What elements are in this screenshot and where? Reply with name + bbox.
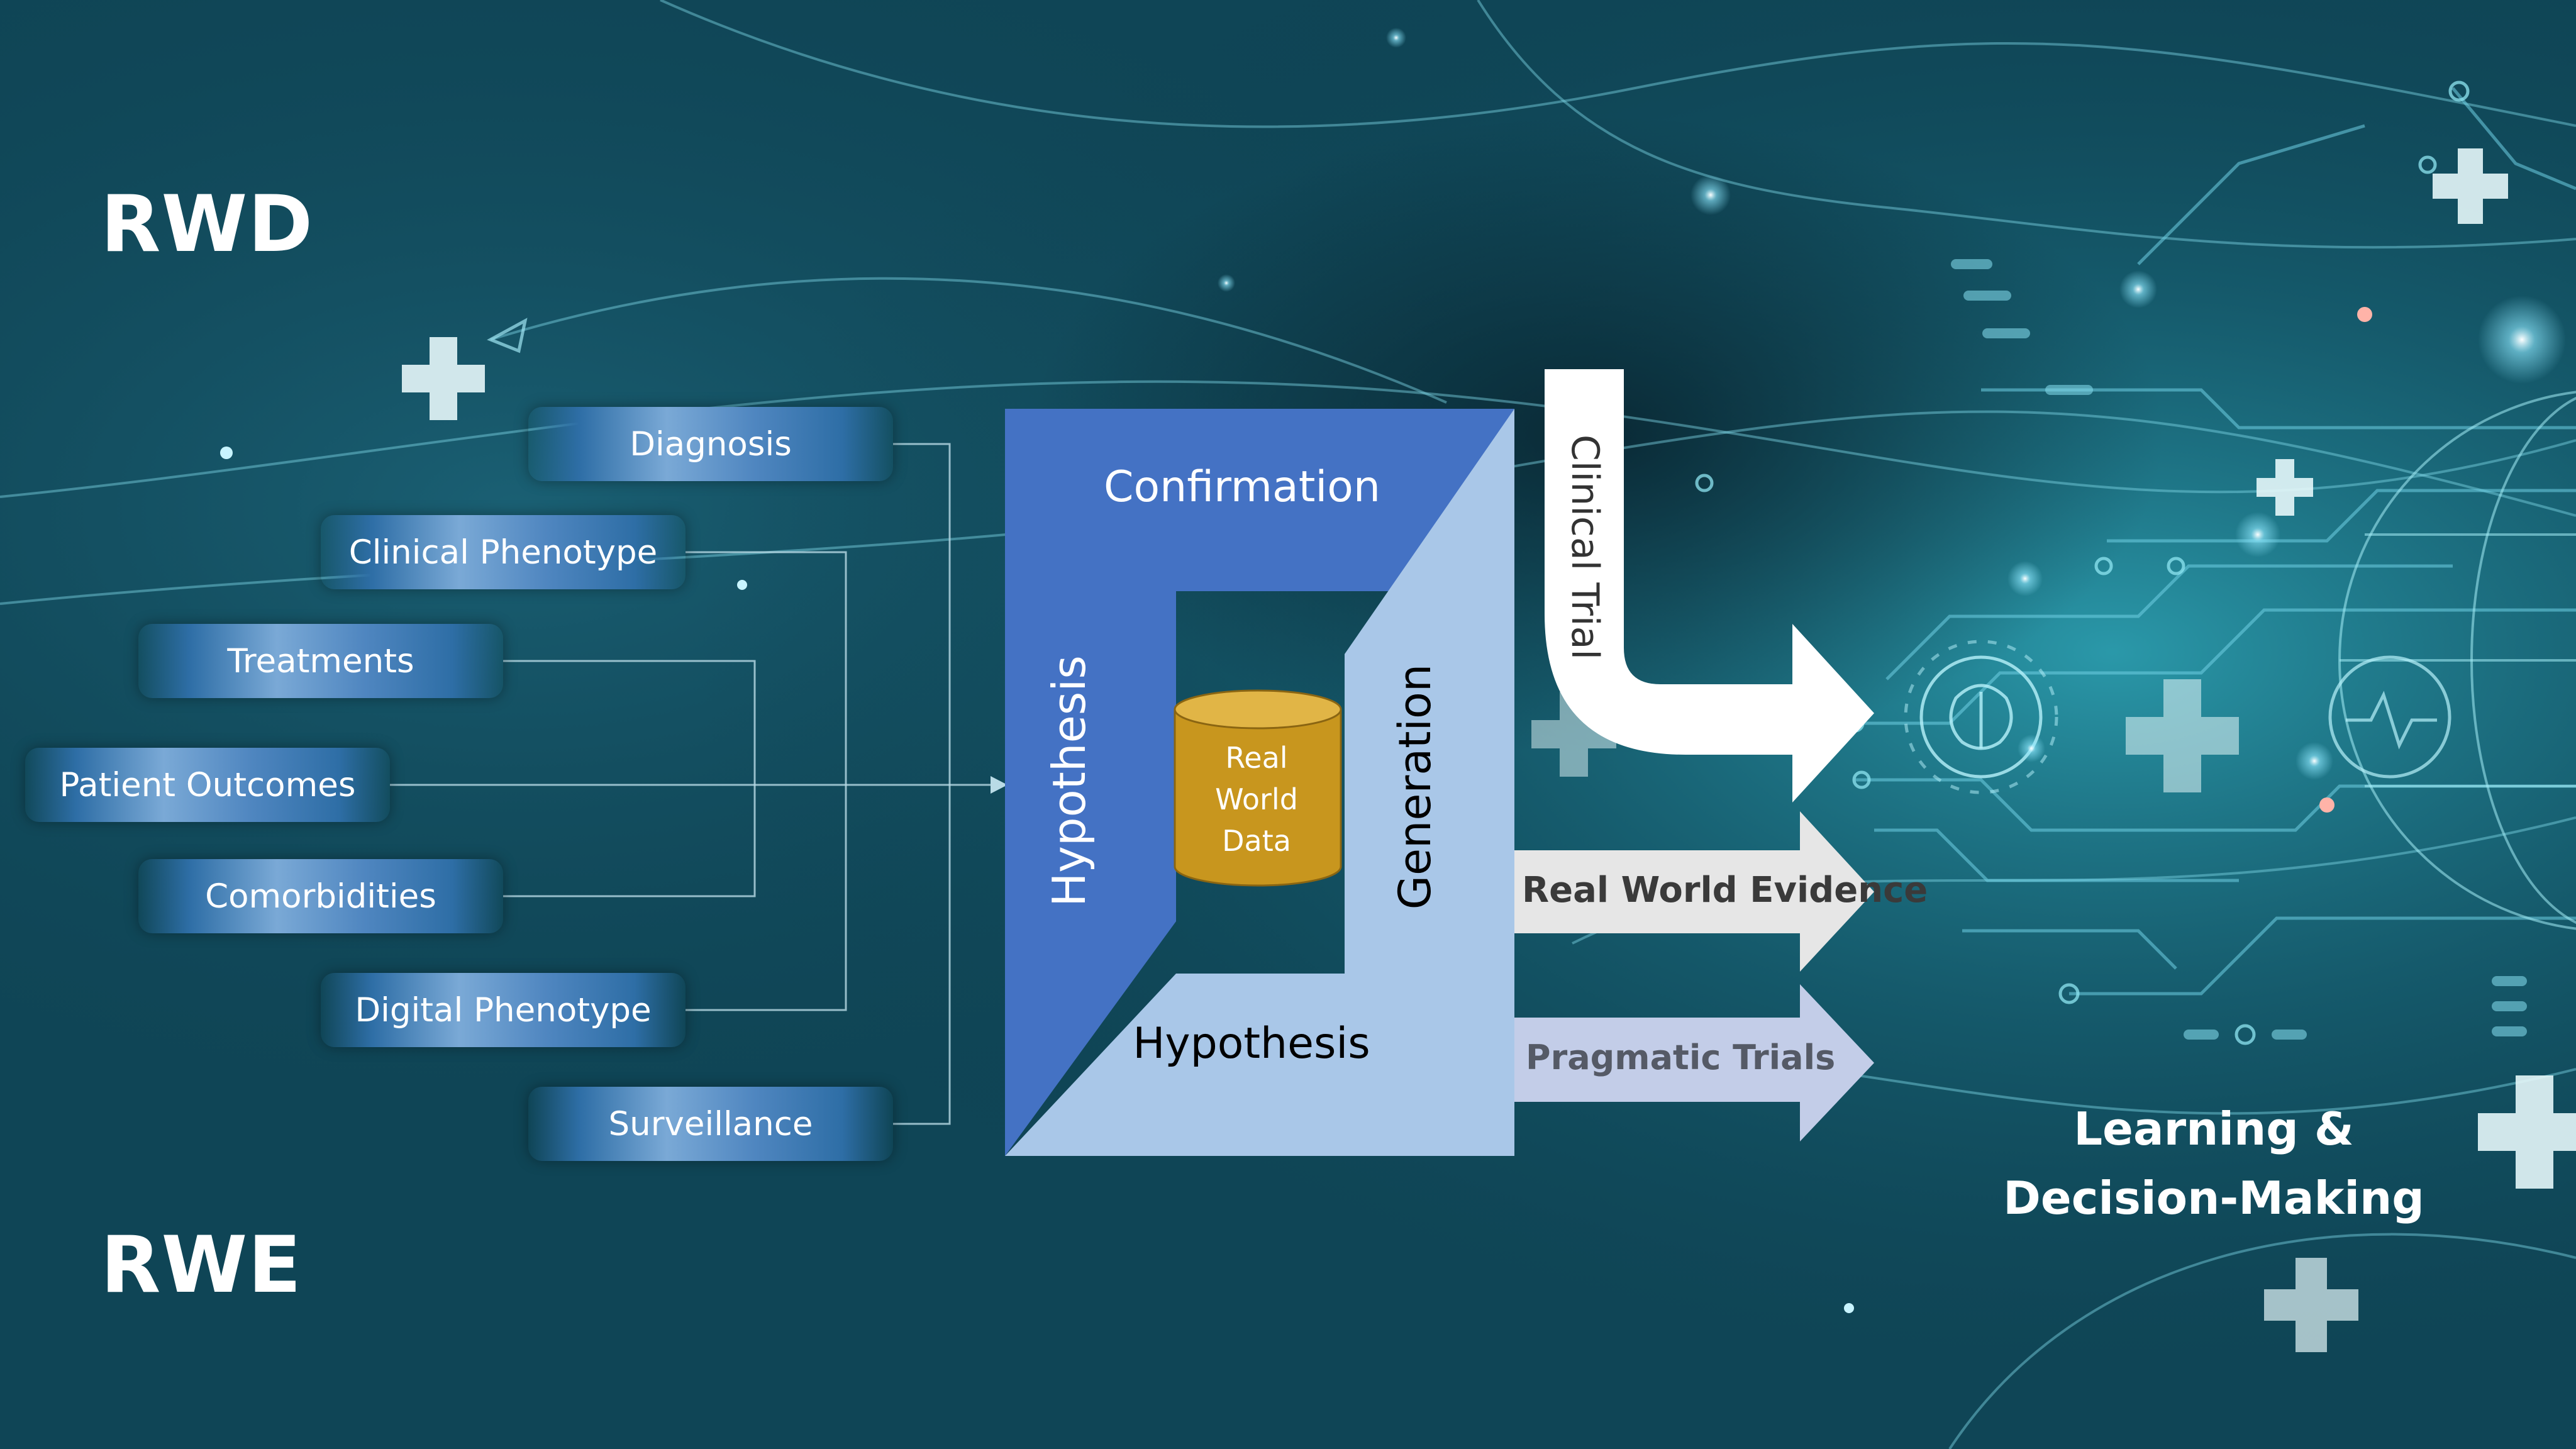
globe-icon xyxy=(2338,391,2576,930)
database-icon xyxy=(1174,689,1342,887)
real-world-evidence-arrow xyxy=(1514,811,1874,972)
source-surveillance: Surveillance xyxy=(528,1087,893,1161)
brain-circuit-icon xyxy=(1904,640,2058,794)
source-patient-outcomes: Patient Outcomes xyxy=(25,748,390,822)
cycle-hypothesis-left-label: Hypothesis xyxy=(1043,655,1096,907)
clinical-trial-arrow xyxy=(1545,369,1874,802)
pragmatic-trials-label: Pragmatic Trials xyxy=(1526,1038,1836,1077)
pragmatic-trials-arrow xyxy=(1514,984,1874,1141)
source-comorbidities: Comorbidities xyxy=(138,859,503,933)
rwe-label: RWE xyxy=(101,1220,302,1311)
learning-decision-making-label: Learning & Decision-Making xyxy=(2003,1102,2424,1224)
cycle-confirmation-label: Confirmation xyxy=(1104,462,1380,512)
cycle-hypothesis-bottom-label: Hypothesis xyxy=(1133,1019,1370,1069)
heartbeat-icon xyxy=(2328,655,2451,779)
source-digital-phenotype: Digital Phenotype xyxy=(321,973,686,1047)
rwd-label: RWD xyxy=(101,179,314,270)
source-diagnosis: Diagnosis xyxy=(528,407,893,481)
hypothesis-cycle-diagram xyxy=(1005,409,1514,1156)
clinical-trial-label: Clinical Trial xyxy=(1563,434,1607,660)
medical-cross-icon xyxy=(402,148,2576,1352)
source-treatments: Treatments xyxy=(138,624,503,698)
real-world-data-label: Real World Data xyxy=(1215,741,1298,858)
real-world-evidence-label: Real World Evidence xyxy=(1522,870,1928,911)
source-clinical-phenotype: Clinical Phenotype xyxy=(321,515,686,589)
cycle-generation-label: Generation xyxy=(1389,663,1441,910)
